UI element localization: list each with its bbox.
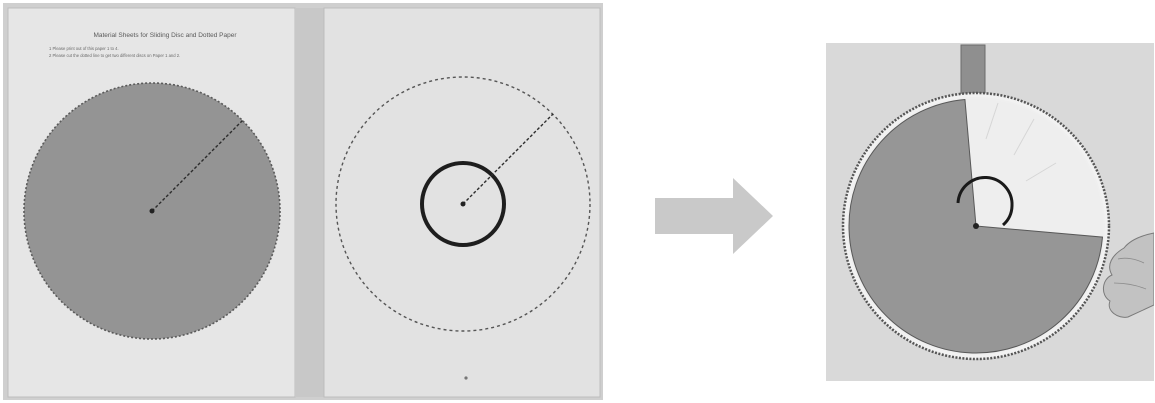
assembled-disc-photo bbox=[826, 43, 1154, 381]
template-sheets-photo: Material Sheets for Sliding Disc and Dot… bbox=[3, 3, 603, 400]
right-sheet bbox=[324, 8, 600, 397]
center-dot-white-disc bbox=[461, 202, 466, 207]
left-sheet: Material Sheets for Sliding Disc and Dot… bbox=[8, 8, 295, 397]
sheet-instruction-1: 1 Please print out of this paper 1 to 4. bbox=[49, 46, 119, 51]
fold-strip bbox=[295, 8, 324, 397]
small-mark bbox=[464, 376, 467, 379]
right-arrow-icon bbox=[655, 178, 773, 254]
sheet-title: Material Sheets for Sliding Disc and Dot… bbox=[93, 32, 237, 39]
sheet-instruction-2: 2 Please cut the dotted line to get two … bbox=[49, 53, 180, 58]
center-dot bbox=[973, 223, 979, 229]
center-dot-gray-disc bbox=[150, 209, 155, 214]
